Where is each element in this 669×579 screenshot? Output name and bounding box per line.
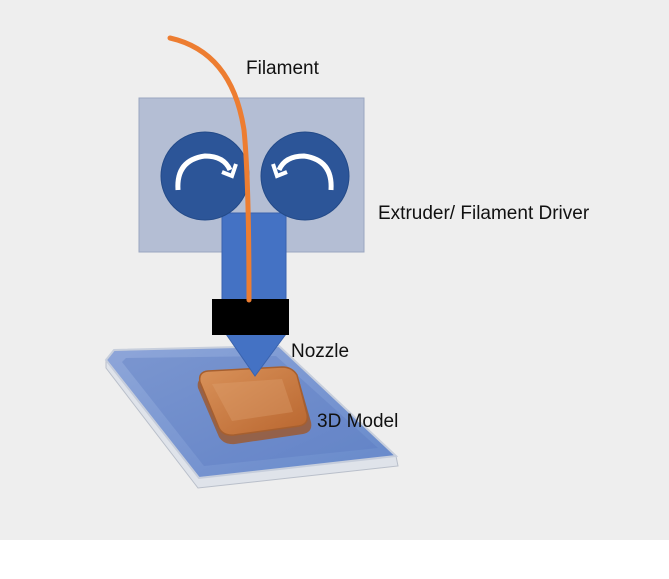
3d-model-label: 3D Model <box>317 411 399 432</box>
3d-model <box>197 366 312 445</box>
feed-tube <box>221 212 287 302</box>
nozzle-block <box>212 299 289 335</box>
clockwise-arrow-icon <box>175 153 238 191</box>
extruder-label: Extruder/ Filament Driver <box>378 203 590 224</box>
right-roller <box>260 131 350 221</box>
counterclockwise-arrow-icon <box>271 153 334 191</box>
filament-label: Filament <box>246 58 319 79</box>
filament-strand <box>167 35 252 303</box>
nozzle-label: Nozzle <box>291 341 350 362</box>
left-roller <box>160 131 250 221</box>
